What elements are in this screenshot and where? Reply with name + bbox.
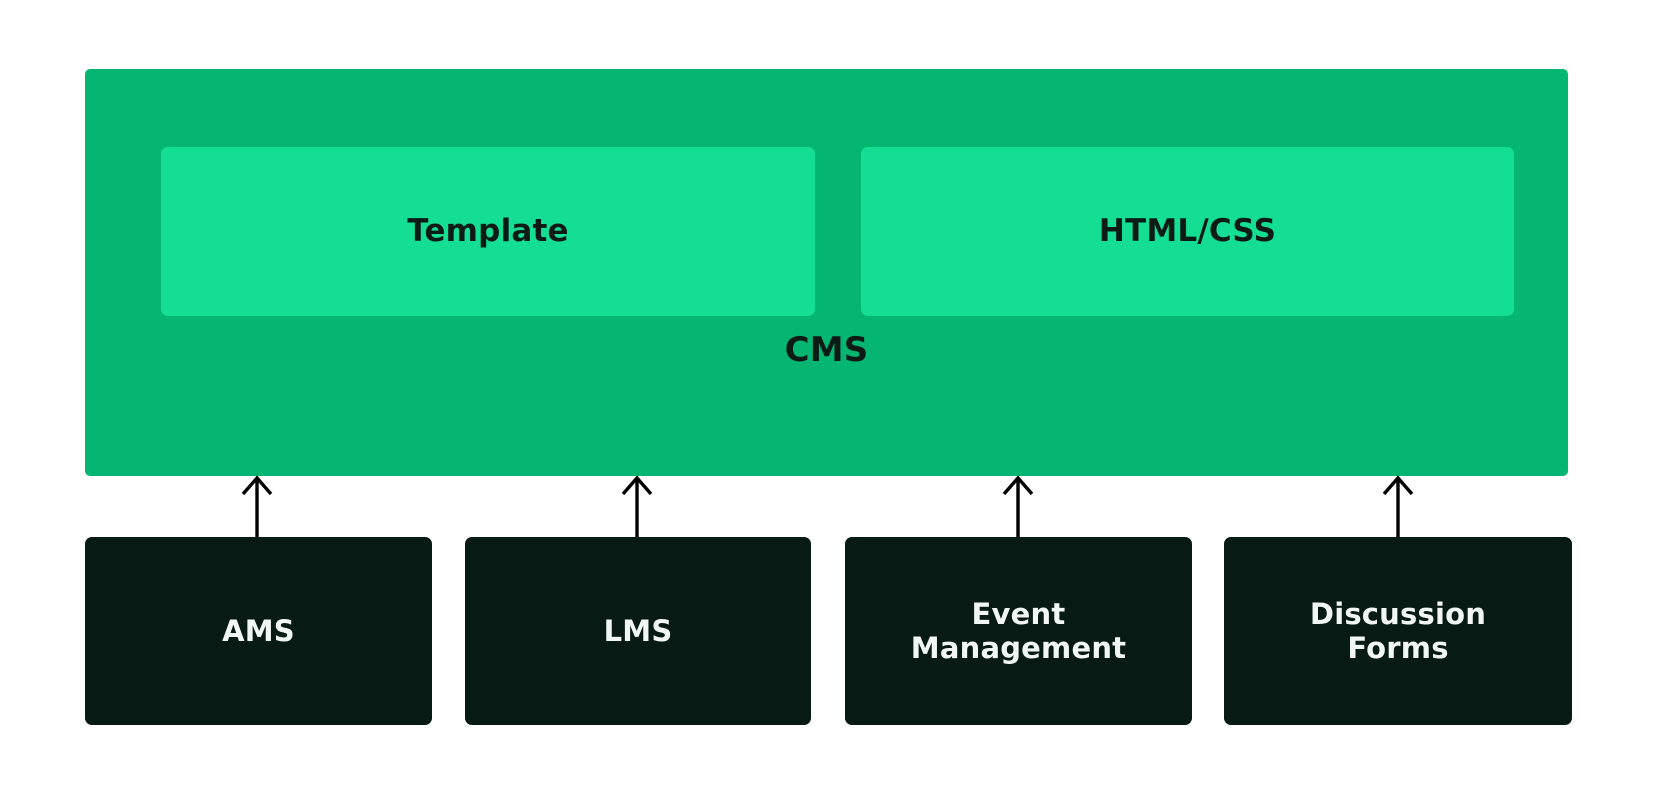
connector-arrow-ams — [240, 474, 274, 540]
connector-arrow-event-management — [1001, 474, 1035, 540]
connector-arrow-lms — [620, 474, 654, 540]
cms-container[interactable]: Template HTML/CSS CMS — [85, 69, 1568, 476]
module-box-event-management[interactable]: Event Management — [845, 537, 1192, 725]
module-box-discussion-forms[interactable]: Discussion Forms — [1224, 537, 1572, 725]
connector-arrow-discussion-forms — [1381, 474, 1415, 540]
cms-block-html-css-label: HTML/CSS — [1098, 212, 1277, 249]
module-box-event-management-label: Event Management — [910, 596, 1127, 665]
cms-block-template-label: Template — [407, 212, 569, 249]
module-box-lms[interactable]: LMS — [465, 537, 811, 725]
module-box-ams-label: AMS — [222, 613, 295, 648]
module-box-ams[interactable]: AMS — [85, 537, 432, 725]
module-box-discussion-forms-label: Discussion Forms — [1309, 596, 1487, 665]
module-box-lms-label: LMS — [603, 613, 673, 648]
cms-label: CMS — [784, 330, 869, 370]
cms-block-html-css[interactable]: HTML/CSS — [861, 147, 1514, 316]
cms-block-template[interactable]: Template — [161, 147, 815, 316]
